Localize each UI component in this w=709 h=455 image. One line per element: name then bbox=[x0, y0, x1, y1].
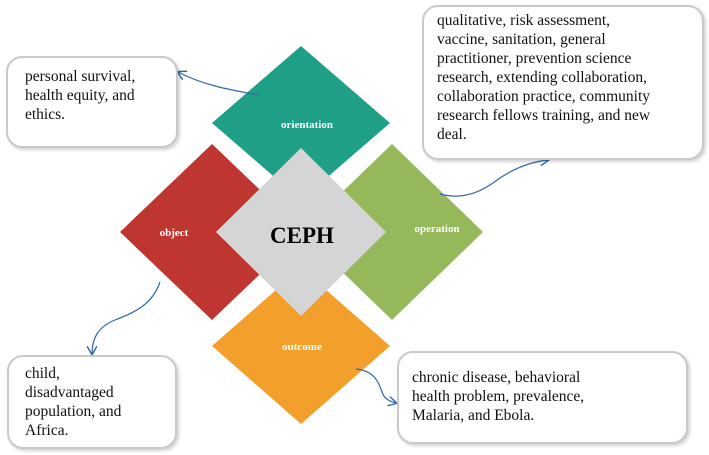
object-callout: child, disadvantaged population, and Afr… bbox=[7, 355, 177, 449]
connector-orientation bbox=[178, 72, 259, 96]
callout-line: deal. bbox=[437, 126, 467, 143]
callout-line: ethics. bbox=[25, 106, 66, 123]
object-diamond bbox=[120, 144, 304, 320]
callout-line: practitioner, prevention science bbox=[437, 50, 632, 67]
orientation-diamond bbox=[212, 46, 390, 200]
connector-outcome bbox=[355, 368, 396, 403]
center-diamond bbox=[216, 148, 386, 316]
callout-line: health equity, and bbox=[25, 87, 135, 104]
callout-line: collaboration practice, community bbox=[437, 88, 651, 105]
callout-line: disadvantaged bbox=[25, 384, 114, 401]
callout-line: child, bbox=[25, 365, 60, 382]
connector-operation bbox=[439, 160, 548, 197]
outcome-callout: chronic disease, behavioral health probl… bbox=[397, 351, 688, 444]
callout-line: population, and bbox=[25, 403, 122, 420]
callout-line: personal survival, bbox=[25, 68, 136, 85]
callout-line: vaccine, sanitation, general bbox=[437, 31, 606, 48]
connector-object bbox=[92, 281, 161, 354]
center-label: CEPH bbox=[270, 223, 334, 248]
callout-line: research, extending collaboration, bbox=[437, 69, 648, 86]
operation-diamond bbox=[301, 144, 483, 320]
callout-line: Malaria, and Ebola. bbox=[412, 407, 535, 424]
operation-label: operation bbox=[414, 223, 459, 235]
callout-line: health problem, prevalence, bbox=[412, 388, 585, 405]
callout-line: research fellows training, and new bbox=[437, 107, 651, 124]
orientation-callout: personal survival, health equity, and et… bbox=[6, 56, 178, 148]
orientation-label: orientation bbox=[281, 119, 333, 131]
object-label: object bbox=[160, 227, 189, 239]
outcome-label: outcome bbox=[282, 341, 322, 353]
callout-line: qualitative, risk assessment, bbox=[437, 12, 611, 29]
outcome-diamond bbox=[212, 268, 390, 424]
callout-line: Africa. bbox=[25, 422, 69, 439]
operation-callout: qualitative, risk assessment, vaccine, s… bbox=[422, 5, 704, 160]
callout-line: chronic disease, behavioral bbox=[412, 369, 581, 386]
